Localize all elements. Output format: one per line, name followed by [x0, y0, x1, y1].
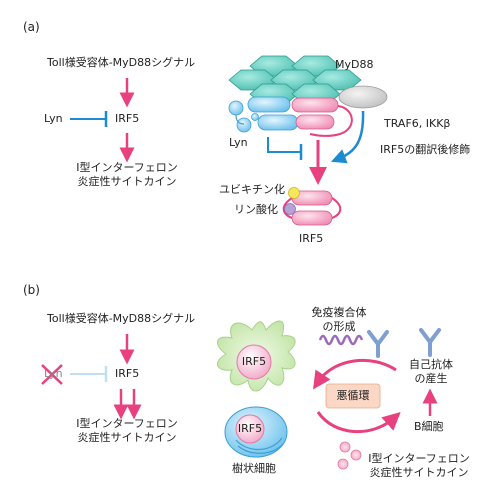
- lyn-chain: [228, 96, 299, 133]
- panel-b-ifn-label: I型インターフェロン 炎症性サイトカイン: [70, 417, 184, 445]
- panel-a-lyn-label: Lyn: [44, 112, 63, 125]
- autoantibody-line-1: 自己抗体: [409, 358, 453, 371]
- arrow-traf6-to-irf5: [331, 110, 365, 164]
- cytokine-dots: [337, 441, 362, 470]
- traf6-label: TRAF6, IKKβ: [384, 117, 451, 130]
- cell-irf5-label: IRF5: [237, 422, 263, 435]
- b-cell-label: B細胞: [414, 420, 444, 433]
- cross-mark-2: [41, 364, 63, 385]
- autoantibody-line-2: の産生: [414, 371, 448, 385]
- cytokine-line-1: I型インターフェロン: [368, 452, 470, 465]
- panel-b-irf5-label: IRF5: [115, 367, 140, 380]
- complex-antibody-icon: [367, 330, 389, 358]
- panel-a-left-pathway: [70, 78, 135, 163]
- ifn-b-line-2: 炎症性サイトカイン: [77, 430, 177, 444]
- antigen-squiggle: [318, 334, 364, 346]
- dendritic-cell-irf5-label: IRF5: [241, 355, 267, 368]
- irf5-linker: [309, 105, 353, 137]
- panel-a-signal-label: Toll様受容体-MyD88シグナル: [47, 56, 196, 69]
- ifn-line-1: I型インターフェロン: [76, 161, 178, 174]
- panel-b-lyn-crossed-label: Lyn: [44, 367, 63, 380]
- panel-b-left-pathway: [41, 334, 142, 420]
- myd88-complex: [228, 55, 388, 137]
- modified-irf5-dimer: [282, 187, 342, 226]
- ptm-label: IRF5の翻訳後修飾: [380, 143, 471, 156]
- b-cell-nucleus: [235, 414, 265, 444]
- panel-a-label: (a): [23, 20, 40, 34]
- irf5-bottom-label: IRF5: [299, 232, 324, 245]
- cytokine-label: I型インターフェロン 炎症性サイトカイン: [360, 452, 478, 480]
- ifn-line-2: 炎症性サイトカイン: [77, 174, 177, 188]
- ubiquitination-label: ユビキチン化: [219, 183, 285, 196]
- irf5-complex-shapes: [291, 97, 339, 130]
- myd88-label: MyD88: [335, 58, 374, 71]
- immune-complex: [318, 330, 389, 358]
- panel-b-label: (b): [23, 283, 40, 297]
- immune-complex-line-2: の形成: [322, 319, 356, 333]
- autoantibody-icon: [419, 328, 441, 357]
- immune-complex-line-1: 免疫複合体: [311, 306, 367, 319]
- cycle-arrow-bottom: [316, 411, 401, 433]
- dendritic-cell-nucleus: [236, 344, 272, 380]
- lyn-complex-label: Lyn: [229, 136, 248, 149]
- panel-a-irf5-label: IRF5: [115, 112, 140, 125]
- vicious-cycle: [313, 358, 401, 433]
- vicious-cycle-box: [325, 383, 381, 409]
- immune-complex-label: 免疫複合体 の形成: [304, 306, 374, 334]
- cytokine-line-2: 炎症性サイトカイン: [369, 465, 469, 479]
- phosphorylation-label: リン酸化: [234, 203, 278, 216]
- ubiquitin-dot: [288, 187, 300, 199]
- b-cell: [224, 406, 288, 458]
- lyn-inhibits-modification-line: [267, 137, 300, 153]
- myd88-hexagons: [228, 55, 362, 105]
- panel-a-ifn-label: I型インターフェロン 炎症性サイトカイン: [70, 161, 184, 189]
- ifn-b-line-1: I型インターフェロン: [76, 417, 178, 430]
- cycle-arrow-top: [313, 358, 397, 390]
- traf6-shape: [338, 85, 388, 109]
- panel-b-signal-label: Toll様受容体-MyD88シグナル: [47, 312, 196, 325]
- phosphate-dot: [284, 203, 296, 215]
- dendritic-cell-label: 樹状細胞: [232, 462, 276, 475]
- dendritic-cell: [217, 320, 296, 392]
- vicious-cycle-label: 悪循環: [336, 389, 370, 402]
- autoantibody-label: 自己抗体 の産生: [404, 358, 458, 386]
